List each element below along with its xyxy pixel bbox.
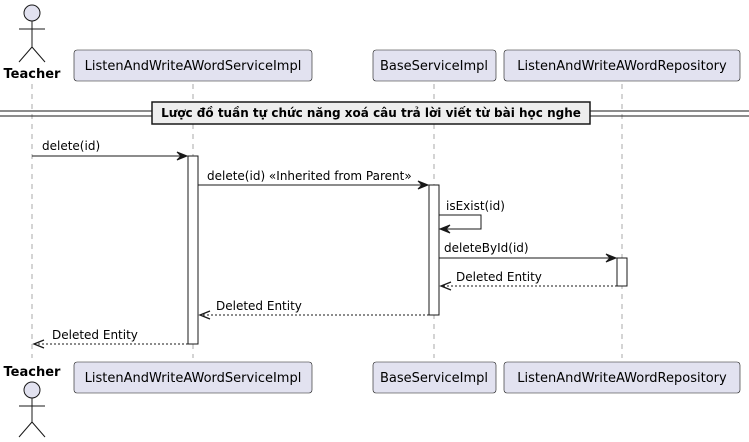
message-return-base-label: Deleted Entity (216, 299, 302, 313)
repository-box-top: ListenAndWriteAWordRepository (503, 49, 741, 82)
message-return-repository: Deleted Entity (439, 270, 617, 291)
service-impl-label-top: ListenAndWriteAWordServiceImpl (85, 59, 302, 74)
teacher-actor-top: Teacher (4, 4, 62, 82)
teacher-label-top: Teacher (4, 67, 62, 82)
service-impl-box-bottom: ListenAndWriteAWordServiceImpl (73, 361, 313, 394)
message-return-base: Deleted Entity (198, 299, 429, 320)
base-service-label-top: BaseServiceImpl (380, 59, 488, 74)
teacher-label-bottom: Teacher (4, 365, 62, 380)
base-service-box-bottom: BaseServiceImpl (372, 361, 497, 394)
divider-title: Lược đồ tuần tự chức năng xoá câu trả lờ… (161, 106, 581, 120)
repository-activation (616, 257, 628, 287)
repository-label-bottom: ListenAndWriteAWordRepository (517, 371, 727, 386)
message-delete: delete(id) (32, 139, 189, 161)
base-service-box-top: BaseServiceImpl (372, 49, 497, 82)
message-delete-label: delete(id) (42, 139, 100, 153)
repository-box-bottom: ListenAndWriteAWordRepository (503, 361, 741, 394)
message-return-repository-label: Deleted Entity (456, 270, 542, 284)
teacher-actor-bottom: Teacher (4, 365, 62, 438)
message-delete-inherited-label: delete(id) «Inherited from Parent» (207, 169, 412, 183)
actor-head-icon (23, 381, 41, 399)
message-return-service-label: Deleted Entity (52, 328, 138, 342)
service-impl-activation (187, 155, 199, 345)
message-delete-by-id: deleteById(id) (439, 241, 618, 263)
message-return-service: Deleted Entity (32, 328, 188, 349)
message-is-exist: isExist(id) (438, 199, 505, 234)
repository-label-top: ListenAndWriteAWordRepository (517, 59, 727, 74)
actor-head-icon (23, 4, 41, 22)
divider: Lược đồ tuần tự chức năng xoá câu trả lờ… (0, 101, 749, 125)
actor-body-icon (18, 21, 46, 63)
base-service-label-bottom: BaseServiceImpl (380, 371, 488, 386)
message-delete-by-id-label: deleteById(id) (444, 241, 529, 255)
message-delete-inherited: delete(id) «Inherited from Parent» (198, 169, 430, 190)
message-is-exist-label: isExist(id) (446, 199, 505, 213)
service-impl-box-top: ListenAndWriteAWordServiceImpl (73, 49, 313, 82)
actor-body-icon (18, 398, 46, 438)
base-service-activation (428, 184, 440, 316)
service-impl-label-bottom: ListenAndWriteAWordServiceImpl (85, 371, 302, 386)
